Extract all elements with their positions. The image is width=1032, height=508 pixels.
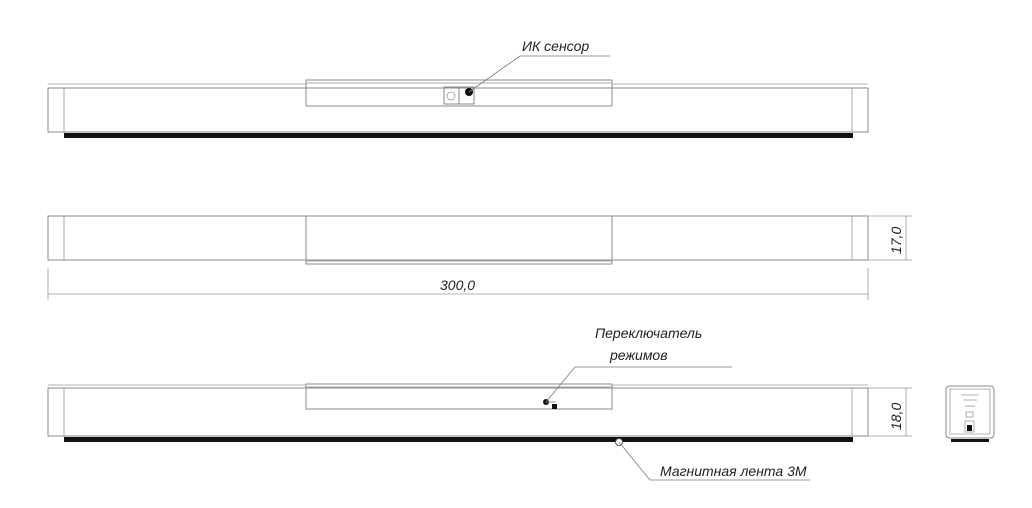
length-dim-value: 300,0 bbox=[440, 277, 475, 293]
profile-outline bbox=[945, 385, 995, 439]
ir-sensor-window-right bbox=[458, 86, 475, 105]
profile-driver bbox=[964, 420, 975, 433]
middle-body bbox=[47, 215, 869, 261]
ir-sensor-leader bbox=[468, 55, 610, 93]
middle-center-module bbox=[305, 215, 613, 265]
view-bottom: Переключатель режимов Магнитная лента 3М… bbox=[47, 325, 912, 481]
view-top: ИК сенсор bbox=[47, 38, 869, 138]
view-side-profile bbox=[945, 385, 995, 442]
profile-led-chip bbox=[965, 411, 974, 418]
ir-sensor-label: ИК сенсор bbox=[522, 38, 589, 54]
bottom-center-module bbox=[305, 383, 613, 410]
profile-inner bbox=[949, 388, 991, 435]
bottom-magnetic-tape bbox=[64, 437, 853, 442]
ir-sensor-window-left bbox=[443, 86, 460, 105]
h17-dim-value: 17,0 bbox=[888, 227, 904, 254]
view-middle: 300,0 17,0 bbox=[47, 215, 912, 300]
magnetic-tape-leader bbox=[618, 441, 810, 481]
top-body bbox=[47, 87, 869, 133]
bottom-body bbox=[47, 387, 869, 437]
top-magnetic-tape bbox=[64, 133, 853, 138]
ir-sensor-lens bbox=[446, 91, 456, 101]
mode-switch-knob bbox=[552, 404, 557, 409]
mode-switch-leader bbox=[545, 366, 732, 403]
profile-base bbox=[951, 439, 989, 442]
magnetic-tape-label: Магнитная лента 3М bbox=[660, 463, 807, 479]
top-center-module bbox=[305, 79, 613, 107]
mode-switch-label-line2: режимов bbox=[609, 347, 668, 363]
mode-switch-label-line1: Переключатель bbox=[595, 325, 702, 341]
profile-driver-fill bbox=[967, 425, 972, 431]
h18-dim-value: 18,0 bbox=[888, 403, 904, 430]
